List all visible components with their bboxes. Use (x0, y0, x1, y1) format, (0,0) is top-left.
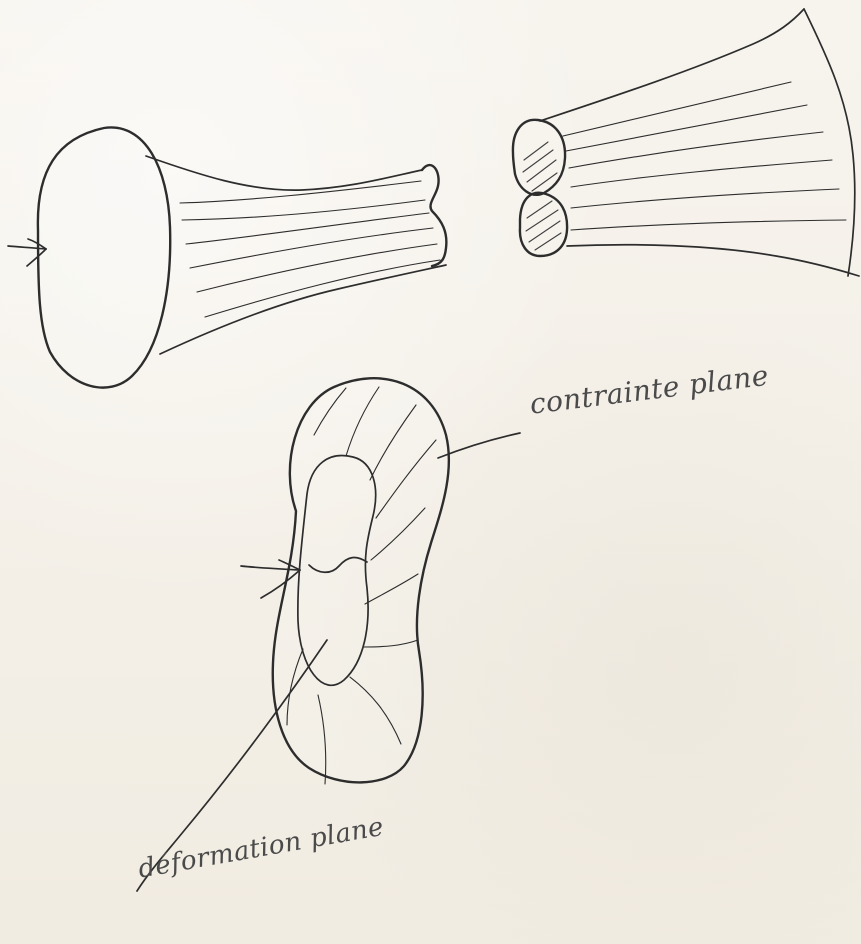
right-specimen-top-outline (540, 9, 804, 121)
left-specimen-face (38, 127, 170, 387)
right-specimen-upper-lobe (513, 120, 565, 195)
right-specimen-surface-line-5 (571, 189, 839, 208)
right-specimen-hatch-6 (526, 210, 558, 231)
right-specimen-hatch-1 (524, 142, 548, 160)
left-specimen-top-outline (146, 156, 422, 190)
right-specimen-end-curve (804, 9, 855, 276)
left-specimen-surface-line-3 (186, 213, 429, 244)
left-specimen-surface-line-6 (205, 260, 440, 317)
right-specimen-bottom-outline (567, 245, 859, 276)
right-specimen-hatch-3 (527, 160, 556, 182)
left-specimen-surface-line-4 (190, 228, 433, 268)
left-specimen-neck (422, 165, 446, 266)
right-specimen-hatch-2 (523, 150, 553, 172)
right-specimen-hatch-5 (527, 201, 552, 218)
right-specimen-surface-line-4 (571, 160, 832, 187)
left-specimen-surface-line-2 (182, 200, 425, 220)
right-specimen-surface-line-6 (571, 220, 846, 230)
right-specimen-lower-lobe (520, 193, 567, 256)
right-specimen-hatch-7 (529, 221, 560, 242)
contrainte-plane-leader-line (438, 433, 520, 458)
bottom-specimen (241, 378, 449, 784)
right-specimen-surface-line-2 (566, 105, 807, 151)
right-specimen (513, 9, 859, 276)
left-specimen (8, 127, 446, 387)
left-specimen-surface-line-1 (180, 181, 421, 203)
right-specimen-surface-line-1 (563, 82, 791, 136)
left-specimen-surface-line-5 (197, 244, 437, 292)
right-specimen-surface-line-3 (569, 132, 823, 168)
left-specimen-bottom-outline (160, 265, 446, 354)
